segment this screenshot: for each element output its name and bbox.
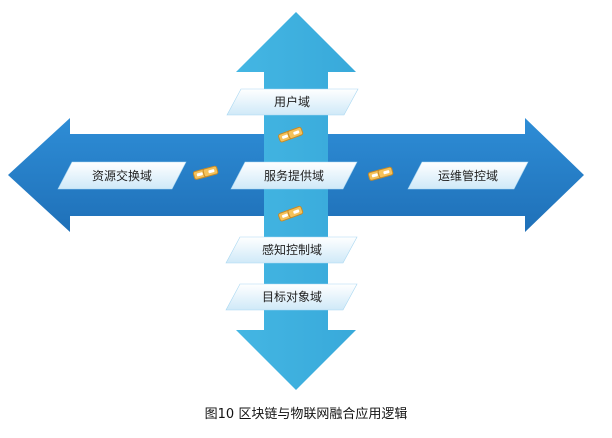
domain-box-user: 用户域 bbox=[226, 88, 359, 116]
chain-link-icon-bottom bbox=[278, 205, 304, 222]
domain-box-target-object: 目标对象域 bbox=[225, 283, 358, 311]
domain-label-service-provision: 服务提供域 bbox=[264, 168, 324, 183]
chain-link-icon-right bbox=[367, 166, 394, 181]
chain-link-icon-top bbox=[278, 126, 304, 143]
figure-caption: 图10 区块链与物联网融合应用逻辑 bbox=[205, 406, 408, 422]
domain-label-operation-control: 运维管控域 bbox=[438, 168, 498, 183]
chain-link-icon-left bbox=[192, 165, 219, 180]
domain-box-perception-control: 感知控制域 bbox=[225, 236, 358, 264]
domain-label-perception-control: 感知控制域 bbox=[262, 242, 322, 257]
domain-box-service-provision: 服务提供域 bbox=[230, 161, 358, 190]
domain-label-resource-exchange: 资源交换域 bbox=[92, 168, 152, 183]
domain-label-target-object: 目标对象域 bbox=[262, 290, 322, 304]
domain-label-user: 用户域 bbox=[274, 94, 310, 109]
domain-box-resource-exchange: 资源交换域 bbox=[57, 161, 187, 190]
domain-box-operation-control: 运维管控域 bbox=[407, 161, 529, 190]
